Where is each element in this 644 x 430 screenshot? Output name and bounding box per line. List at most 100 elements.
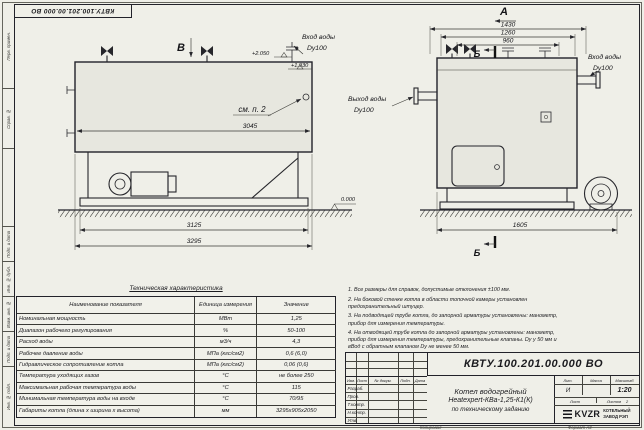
row-tkontr: Т.контр. [347,401,366,407]
kvzr-logo-icon [562,409,572,419]
spec-cell: Номинальная мощность [17,314,195,326]
dim-body-length: 3045 [243,123,258,130]
detail-fitting [302,93,310,101]
col-podp: Подп. [400,377,411,383]
spec-cell: не более 250 [257,371,336,383]
section-b-label-bottom: Б [474,248,481,259]
side-stub-fittings [66,86,75,137]
spec-cell: 50-100 [257,325,336,337]
front-view-dimensions: 1430 1260 960 1605 [429,22,618,234]
ground-hatch [420,210,632,218]
elevation-mid: +1.930 [291,63,309,69]
margin-cell-vzam-inv: Взам. инв. № [2,296,14,331]
outlet-flange [413,87,419,105]
product-name: Котел водогрейный Heatexpert-КВа-1,25-К1… [448,386,533,413]
ground-hatch [58,210,352,218]
spec-cell: Рабочее давление воды [17,348,195,360]
note-item: 1. Все размеры для справок, допустимые о… [348,287,511,293]
spec-cell: °С [195,382,257,395]
dim-front-base: 1605 [513,222,528,229]
spec-table-title: Техническая характеристика [129,285,223,292]
margin-cell-podp-data-1: Подп. и дата [2,226,14,261]
outlet-pipe-front [417,91,438,101]
spec-cell: 0,06 (0,6) [257,360,336,372]
dim-front-overall: 1430 [501,22,516,29]
top-doc-number-box: КВТУ.100.201.00.000 ВО [14,4,132,18]
inlet-pipe-front [576,75,597,85]
row-prov: Пров. [347,393,360,399]
spec-cell: м3/ч [195,336,257,349]
spec-cell: мм [195,405,257,417]
lit-label: Лит. [563,377,573,383]
listov-cell: Листов 2 [606,398,629,404]
drawing-frame [14,4,640,426]
margin-cell-inv-podl: Инв. № подл. [2,366,14,426]
spec-cell: 4,3 [257,337,336,349]
spec-cell: Расход воды [17,336,195,349]
note-item: 2. На боковой стенке котла в области топ… [348,296,528,310]
elevation-zero: 0.000 [341,197,356,203]
spec-cell: 3295х905х2050 [276,408,317,415]
massa-label: Масса [590,377,602,383]
door-handle-icon [494,164,500,170]
inlet-dn-label: Dy100 [307,45,327,52]
format-label: Формат А3 [568,424,592,430]
valve-icon [446,44,458,54]
col-list: Лист [356,377,368,383]
outlet-dn-label: Dy100 [354,107,374,114]
margin-cell-empty [2,148,14,226]
front-legs [446,187,568,203]
dim-front-inner: 960 [503,38,514,45]
outlet-water-label: Выход воды [348,95,386,103]
title-block-doc-number: КВТУ.100.201.00.000 ВО [427,353,639,376]
spec-header: Значение [257,297,336,314]
col-data: Дата [414,377,426,383]
margin-cell-sprav: Справ. № [2,88,14,148]
kvzr-logo-text: KVZR [574,409,601,419]
list-label: Лист [569,398,581,404]
sight-glass [540,111,552,123]
inlet-flange [595,71,601,89]
margin-cell-podp-data-2: Подп. и дата [2,331,14,366]
blower-fan [583,176,619,211]
notes-block: 1. Все размеры для справок, допустимые о… [348,287,564,354]
inlet-pipe-side [286,42,298,62]
side-view-labels: В Вход воды Dy100 +2.050 +1.930 0.000 см… [177,33,356,203]
spec-cell: Минимальная температура воды на входе [17,394,195,406]
front-view-labels: А Б Б Выход воды Dy100 Вход воды Dy100 [348,6,621,259]
spec-header: Наименование показателя [17,297,195,314]
spec-cell: Температура уходящих газов [17,371,195,383]
company-cell: KVZR КОТЕЛЬНЫЙ ЗАВОД РЭП [554,405,639,423]
spec-cell: 1,25 [257,314,336,326]
dim-overall-length: 3295 [187,238,202,245]
dim-front-mid: 1260 [501,30,516,37]
inlet-dn-label-front: Dy100 [593,65,613,72]
elevation-flag-icon [296,64,304,70]
spec-cell: МВт [195,314,257,326]
spec-cell: Габариты котла (длина х ширина х высота) [17,405,195,417]
valve-icon [101,46,113,56]
side-view [58,42,356,218]
title-block: КВТУ.100.201.00.000 ВО Изм. Лист № докум… [345,352,640,424]
row-utv: Утв. [347,418,358,424]
side-view-dimensions: 3045 3125 3295 [74,123,313,250]
spec-cell: % [195,325,257,337]
see-note-label: см. п. 2 [238,105,266,114]
view-a-label: А [499,6,508,18]
company-name: КОТЕЛЬНЫЙ ЗАВОД РЭП [603,408,631,419]
spec-cell: МПа (кгс/см2) [195,359,257,372]
margin-cell-inv-dubl: Инв. № дубл. [2,261,14,296]
spec-cell: 70/95 [257,394,336,406]
spec-cell: °С [195,394,257,406]
elevation-top: +2.050 [252,51,270,57]
copied-label: Копировал [420,424,442,430]
inlet-water-label: Вход воды [302,33,335,41]
row-nkontr: Н.контр. [347,410,367,416]
note-item: 4. На отводящей трубе котла до запорной … [348,330,557,351]
spec-cell: Максимальная рабочая температура воды [17,382,195,395]
front-base-beam [439,201,575,210]
valve-icon [201,46,213,56]
inlet-water-label-front: Вход воды [588,53,621,61]
